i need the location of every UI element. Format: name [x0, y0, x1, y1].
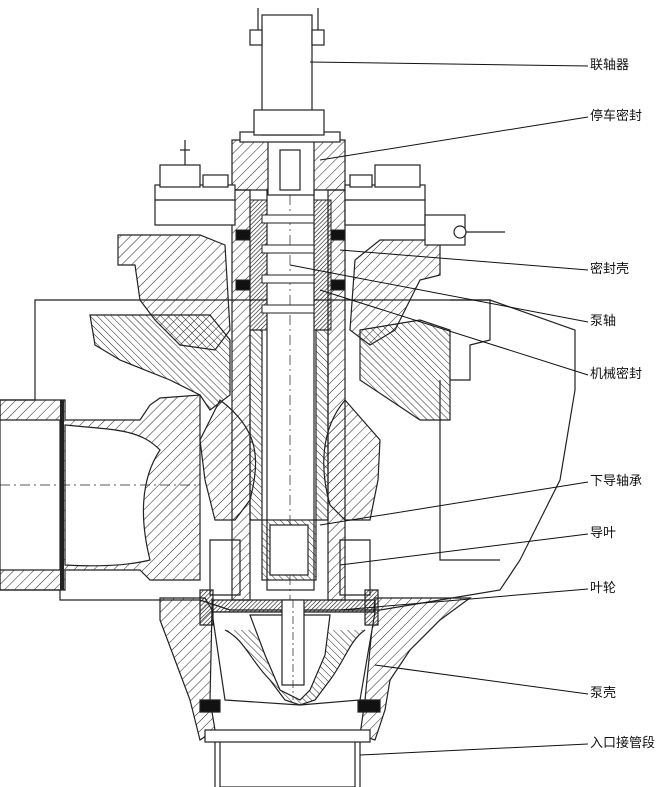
label-pump-shaft: 泵轴 — [590, 314, 617, 329]
label-guide-vane: 导叶 — [590, 526, 617, 541]
leader-lines — [289, 61, 589, 756]
pump-shaft — [261, 15, 317, 600]
left-actuator-block — [154, 140, 236, 226]
label-seal-housing: 密封壳 — [590, 262, 630, 277]
label-pump-casing: 泵壳 — [590, 686, 617, 701]
label-lower-guide-bearing: 下导轴承 — [590, 474, 643, 489]
label-coupling: 联轴器 — [590, 58, 630, 73]
seal-housing — [231, 131, 346, 196]
right-actuator-block — [344, 164, 505, 246]
coupling — [249, 8, 325, 136]
label-inlet-pipe-section: 入口接管段 — [590, 736, 656, 751]
inlet-pipe-section — [204, 729, 371, 787]
shaft-housing — [231, 189, 346, 601]
label-mechanical-seal: 机械密封 — [590, 367, 643, 382]
outlet-nozzle — [0, 394, 201, 591]
impeller-assembly — [199, 539, 379, 706]
label-parking-seal: 停车密封 — [590, 109, 643, 124]
casing-cover — [89, 234, 451, 421]
label-impeller: 叶轮 — [590, 581, 617, 596]
mechanical-seal-stack — [235, 199, 346, 331]
